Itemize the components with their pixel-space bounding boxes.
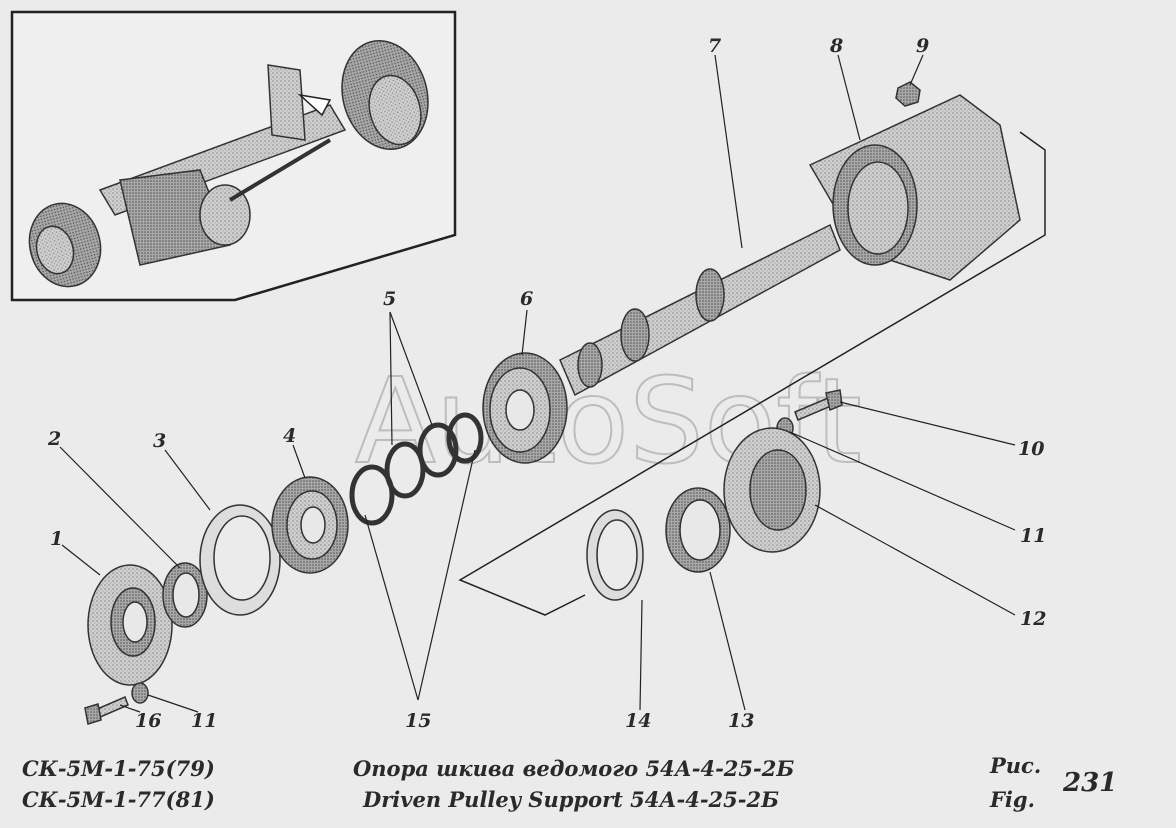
label-part-13: 13 [728, 710, 754, 732]
label-part-4: 4 [283, 425, 296, 447]
part-7-shaft [559, 223, 841, 397]
label-part-10: 10 [1018, 438, 1044, 460]
part-12-flange [723, 427, 821, 553]
label-part-2: 2 [47, 428, 61, 450]
figure-number: 231 [1063, 768, 1118, 798]
fig-label-english: Fig. [990, 787, 1035, 812]
label-part-16: 16 [135, 710, 161, 732]
part-16-bolt [84, 695, 129, 725]
leader-lines [59, 54, 1016, 713]
label-part-15: 15 [405, 710, 431, 732]
title-russian: Опора шкива ведомого 54А-4-25-2Б [353, 756, 795, 781]
part-8-housing [808, 94, 1021, 281]
title-english: Driven Pulley Support 54А-4-25-2Б [363, 787, 780, 812]
label-part-11-right: 11 [1020, 525, 1046, 547]
model-line-2: СК-5М-1-77(81) [22, 787, 215, 812]
fig-label-russian: Рис. [990, 753, 1042, 778]
label-part-6: 6 [520, 288, 533, 310]
part-14-gasket [586, 509, 644, 601]
part-5-rings [349, 412, 484, 526]
label-part-1: 1 [50, 528, 63, 550]
label-part-12: 12 [1020, 608, 1046, 630]
part-9-nut [895, 81, 921, 107]
grouping-lines [458, 131, 1046, 616]
label-part-14: 14 [625, 710, 651, 732]
part-3-gasket [199, 504, 281, 616]
part-2-seal [162, 562, 208, 628]
part-1-cover [87, 564, 173, 686]
inset-assembly-view [10, 10, 457, 302]
label-part-7: 7 [708, 35, 721, 57]
part-6-bearing [482, 352, 568, 464]
label-part-9: 9 [916, 35, 929, 57]
label-part-8: 8 [829, 35, 843, 57]
model-line-1: СК-5М-1-75(79) [22, 756, 215, 781]
part-labels: 1 2 3 4 5 6 7 8 9 10 11 11 12 13 14 15 1… [47, 35, 1046, 732]
part-10-bolt [794, 389, 843, 421]
part-13-seal [665, 487, 731, 573]
label-part-11-left: 11 [191, 710, 217, 732]
part-4-bearing [271, 476, 349, 574]
label-part-5: 5 [383, 288, 396, 310]
label-part-3: 3 [153, 430, 166, 452]
